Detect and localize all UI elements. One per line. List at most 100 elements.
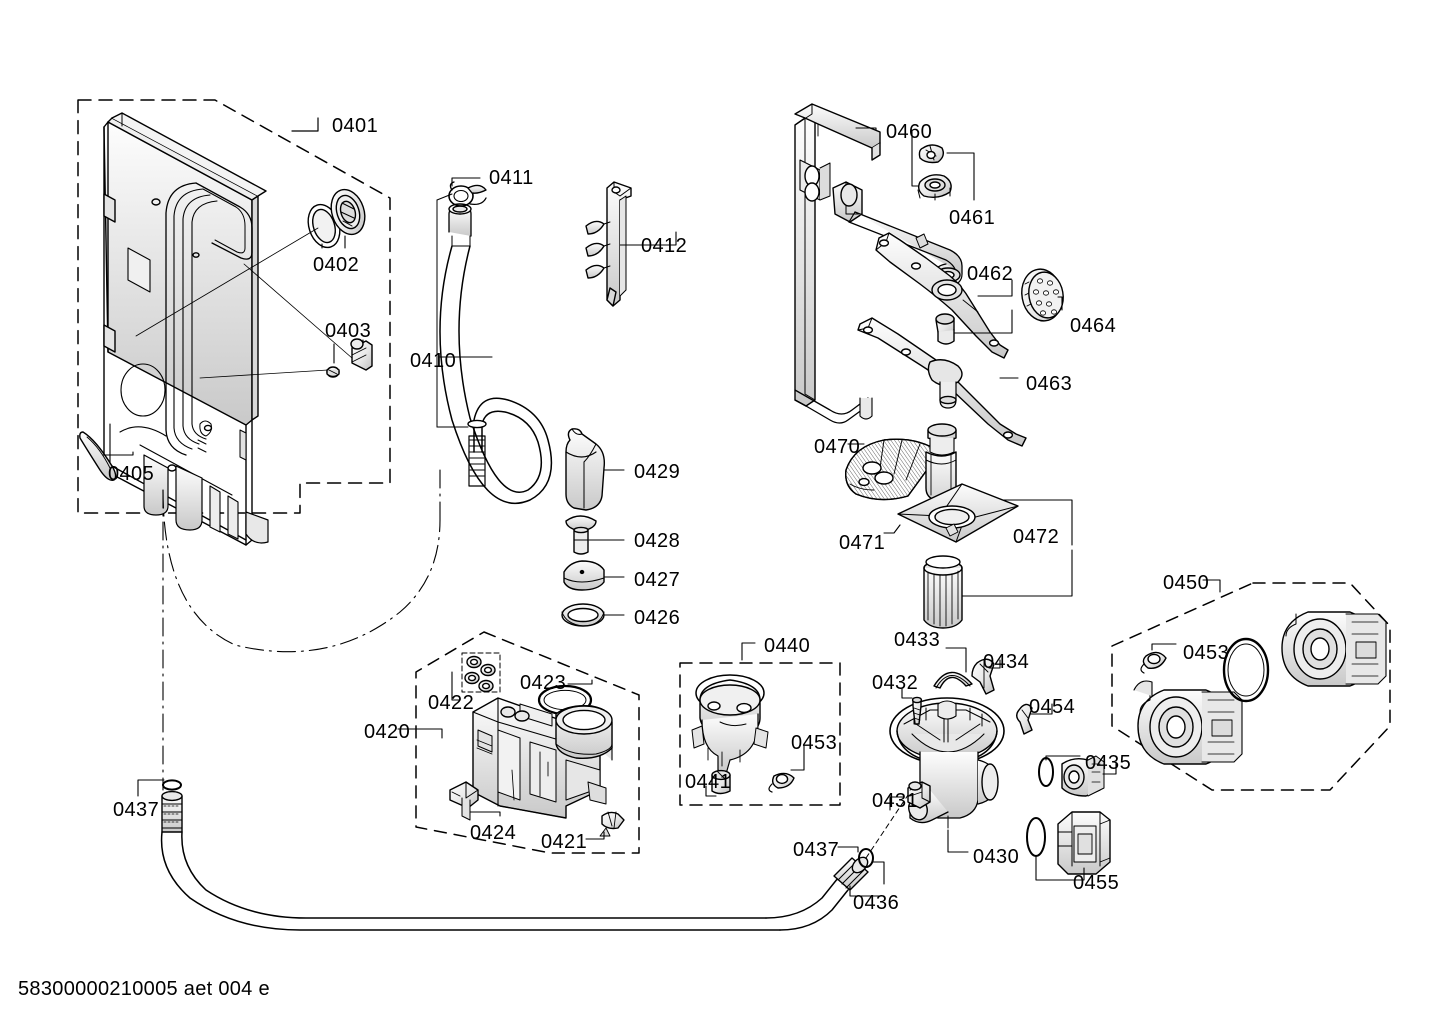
part-0470-filter bbox=[845, 438, 941, 501]
leader-0435-a bbox=[1045, 755, 1081, 761]
assembly-line-0436 bbox=[865, 794, 909, 859]
callout-label-0472: 0472 bbox=[1013, 526, 1060, 548]
callout-label-0430: 0430 bbox=[973, 846, 1020, 868]
callout-label-0437-left: 0437 bbox=[113, 799, 160, 821]
leader-0420 bbox=[397, 728, 443, 739]
part-0437-oring-left bbox=[162, 779, 182, 791]
callout-label-0437-right: 0437 bbox=[793, 839, 840, 861]
part-0429 bbox=[565, 428, 606, 511]
callout-label-0435: 0435 bbox=[1085, 752, 1132, 774]
part-0453-b bbox=[1140, 651, 1167, 674]
part-0422-seals bbox=[461, 652, 501, 693]
assembly-line-0403b bbox=[199, 369, 329, 379]
part-0403-screw bbox=[326, 366, 340, 378]
leader-0435-b bbox=[1102, 761, 1117, 775]
part-0435-pump bbox=[1061, 755, 1105, 797]
part-drain-hose-left bbox=[160, 831, 781, 931]
callout-label-0455: 0455 bbox=[1073, 872, 1120, 894]
part-0460-frame bbox=[794, 103, 881, 424]
callout-label-0405: 0405 bbox=[108, 463, 155, 485]
part-0422-items bbox=[464, 655, 496, 693]
leader-0422 bbox=[451, 671, 461, 701]
callout-label-0440: 0440 bbox=[764, 635, 811, 657]
callout-label-0461: 0461 bbox=[949, 207, 996, 229]
callout-label-0454: 0454 bbox=[1029, 696, 1076, 718]
part-0440-distributor bbox=[691, 674, 769, 775]
leader-0454 bbox=[1030, 703, 1053, 715]
callout-label-0403: 0403 bbox=[325, 320, 372, 342]
part-0433 bbox=[933, 671, 973, 689]
part-0455-pump bbox=[1057, 811, 1111, 875]
leader-0432 bbox=[901, 688, 913, 699]
callout-label-0420: 0420 bbox=[364, 721, 411, 743]
callout-label-0424: 0424 bbox=[470, 822, 517, 844]
part-drain-hose-right bbox=[765, 877, 849, 931]
group-enclosure-0450 bbox=[1111, 582, 1391, 791]
leader-0453-b bbox=[1151, 643, 1177, 651]
assembly-line-0403 bbox=[243, 263, 353, 359]
leader-0462-a bbox=[977, 279, 1013, 297]
part-0472-cylinder bbox=[923, 555, 963, 629]
group-enclosure-0401 bbox=[77, 99, 391, 514]
part-0461-clip bbox=[918, 144, 945, 164]
callout-label-0453-a: 0453 bbox=[791, 732, 838, 754]
leader-0450 bbox=[1202, 579, 1221, 593]
callout-label-0426: 0426 bbox=[634, 607, 681, 629]
part-0411-clamp bbox=[448, 181, 487, 207]
part-0421 bbox=[599, 811, 625, 837]
part-0431 bbox=[907, 781, 931, 809]
assembly-line-main bbox=[162, 489, 441, 791]
group-enclosure-0420 bbox=[415, 631, 640, 854]
callout-label-0434: 0434 bbox=[983, 651, 1030, 673]
callout-label-0460: 0460 bbox=[886, 121, 933, 143]
part-0420-body bbox=[472, 697, 613, 819]
callout-label-0401: 0401 bbox=[332, 115, 379, 137]
callout-label-0441: 0441 bbox=[685, 771, 732, 793]
leader-0472-b bbox=[961, 549, 1073, 597]
leader-0462-b bbox=[947, 309, 1013, 334]
leader-0423 bbox=[567, 679, 593, 685]
callout-label-0436: 0436 bbox=[853, 892, 900, 914]
callout-label-0411: 0411 bbox=[489, 167, 534, 189]
callout-label-0450: 0450 bbox=[1163, 572, 1210, 594]
part-0402-cap bbox=[330, 188, 366, 236]
callout-label-0470: 0470 bbox=[814, 436, 861, 458]
leader-0421 bbox=[585, 831, 605, 840]
part-0461-nut bbox=[917, 174, 952, 201]
leader-0436-b bbox=[849, 885, 881, 897]
part-0436-connector-right bbox=[833, 856, 869, 891]
leader-0441 bbox=[705, 785, 717, 797]
leader-0440 bbox=[741, 642, 756, 661]
leader-0411 bbox=[451, 177, 481, 187]
leader-0455-a bbox=[1035, 855, 1065, 881]
leader-0431 bbox=[889, 796, 904, 811]
leader-0430 bbox=[947, 829, 969, 853]
leader-0453-a bbox=[790, 744, 805, 771]
leader-0412 bbox=[619, 231, 677, 246]
part-0412-bracket bbox=[585, 181, 632, 307]
part-0463-arm-low bbox=[857, 317, 1027, 447]
group-enclosure-0440 bbox=[679, 662, 841, 806]
part-0403-plug bbox=[350, 338, 373, 371]
callout-label-0422: 0422 bbox=[428, 692, 475, 714]
callout-label-0462: 0462 bbox=[967, 263, 1014, 285]
part-0432 bbox=[911, 696, 923, 725]
part-0453-a bbox=[768, 772, 795, 793]
part-0426 bbox=[561, 603, 605, 627]
leader-0464 bbox=[1057, 296, 1063, 311]
leader-0433 bbox=[945, 647, 967, 673]
callout-label-0471: 0471 bbox=[839, 532, 886, 554]
part-0441 bbox=[711, 769, 731, 795]
callout-label-0427: 0427 bbox=[634, 569, 681, 591]
part-0405 bbox=[79, 431, 117, 481]
callout-label-0432: 0432 bbox=[872, 672, 919, 694]
part-0436-connector-left bbox=[161, 790, 183, 833]
leader-0424 bbox=[469, 811, 501, 817]
part-0427 bbox=[563, 560, 605, 591]
callout-label-0428: 0428 bbox=[634, 530, 681, 552]
part-0455-oring bbox=[1026, 817, 1046, 857]
part-0450-oring bbox=[1222, 637, 1270, 703]
callout-label-0463: 0463 bbox=[1026, 373, 1073, 395]
